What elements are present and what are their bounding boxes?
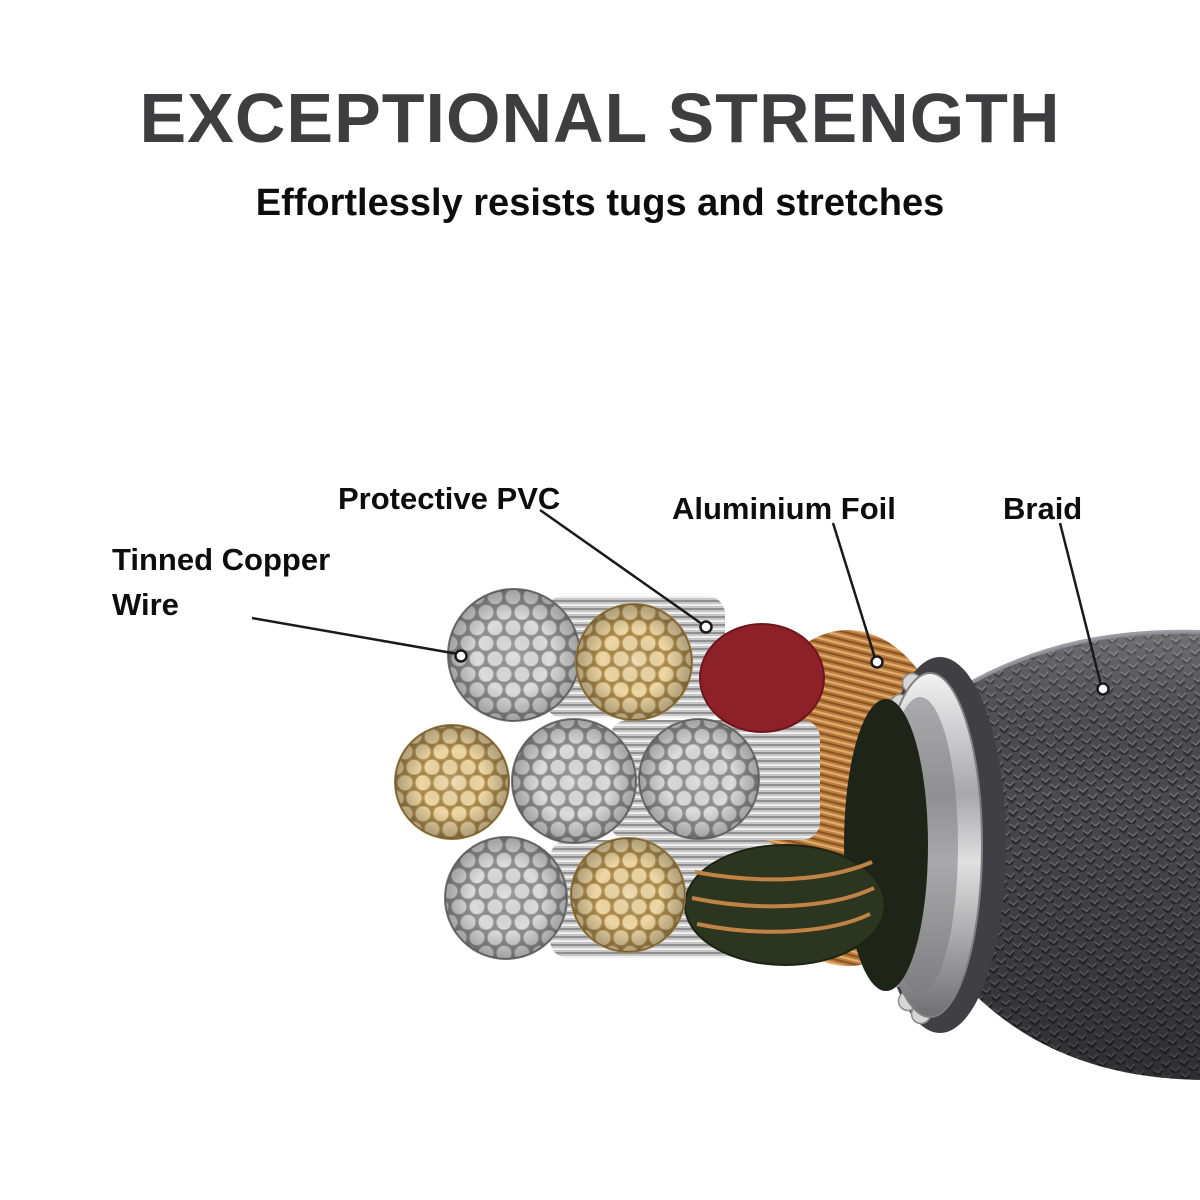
wire-bundle-silver-2: [511, 718, 637, 844]
leader-dot-aluminium-foil: [870, 655, 884, 669]
copper-wire-overlay: [691, 860, 875, 934]
leader-dot-protective-pvc: [699, 620, 713, 634]
page-subtitle: Effortlessly resists tugs and stretches: [255, 182, 945, 224]
label-aluminium-foil: Aluminium Foil: [672, 491, 896, 526]
wire-bundle-copper-1: [575, 603, 693, 721]
label-tinned-copper-wire: Tinned Copper Wire: [112, 542, 331, 622]
wire-bundle-silver-3: [638, 718, 760, 840]
leader-line-tinned-copper-wire: [251, 616, 459, 656]
wire-bundle-copper-2: [394, 724, 510, 840]
leader-dot-tinned-copper-wire: [454, 649, 468, 663]
leader-line-aluminium-foil: [831, 522, 877, 659]
wire-bundle-copper-3: [570, 837, 686, 953]
page-title: EXCEPTIONAL STRENGTH: [139, 79, 1061, 157]
wire-bundle-silver-4: [444, 836, 568, 960]
leader-line-protective-pvc: [539, 508, 703, 626]
label-braid: Braid: [1003, 491, 1083, 526]
leader-line-braid: [1058, 522, 1103, 686]
label-protective-pvc: Protective PVC: [338, 481, 561, 516]
braid-highlight: [956, 629, 1200, 692]
leader-dot-braid: [1096, 682, 1110, 696]
protective-pvc-core: [699, 623, 825, 733]
leader-lines: [251, 508, 1110, 696]
wire-bundle-silver-1: [447, 588, 581, 722]
